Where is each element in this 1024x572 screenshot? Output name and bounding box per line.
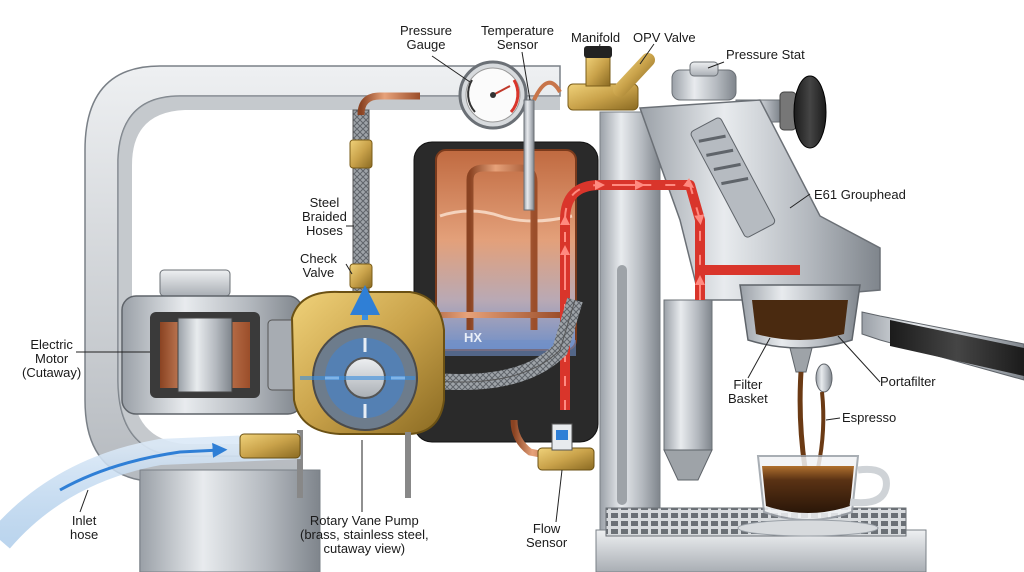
label-opv-valve: OPV Valve bbox=[633, 30, 696, 45]
label-steel-braided-hoses: Steel Braided Hoses bbox=[302, 195, 347, 238]
label-filter-basket: Filter Basket bbox=[728, 377, 768, 406]
label-temperature-sensor: Temperature Sensor bbox=[481, 23, 554, 52]
label-electric-motor: Electric Motor (Cutaway) bbox=[22, 337, 82, 380]
label-check-valve: Check Valve bbox=[300, 251, 337, 280]
label-pressure-stat: Pressure Stat bbox=[726, 47, 805, 62]
label-espresso: Espresso bbox=[842, 410, 897, 425]
label-portafilter: Portafilter bbox=[880, 374, 936, 389]
label-hx: HX bbox=[464, 330, 483, 345]
label-manifold: Manifold bbox=[571, 30, 621, 45]
label-inlet-hose: Inlet hose bbox=[70, 513, 99, 542]
label-flow-sensor: Flow Sensor bbox=[526, 521, 568, 550]
label-e61-grouphead: E61 Grouphead bbox=[814, 187, 906, 202]
label-rotary-vane-pump: Rotary Vane Pump (brass, stainless steel… bbox=[300, 513, 429, 556]
label-pressure-gauge: Pressure Gauge bbox=[400, 23, 453, 52]
